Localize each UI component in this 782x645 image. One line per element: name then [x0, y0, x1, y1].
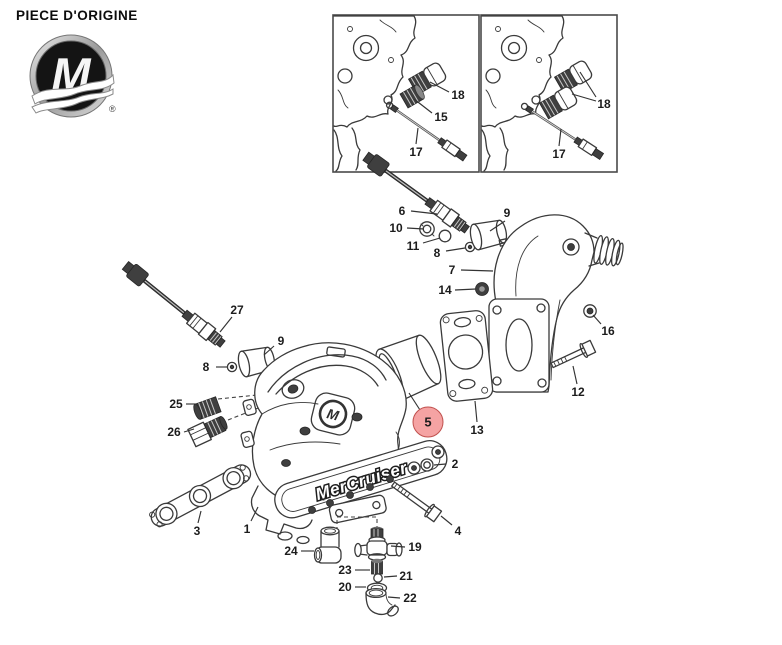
callout-part-25[interactable]: 25 [169, 397, 183, 411]
leader-line-10 [406, 227, 425, 230]
part-13-gasket [439, 310, 494, 402]
leader-line-21 [383, 575, 398, 578]
callout-part-15[interactable]: 15 [434, 110, 448, 124]
leader-line-11 [422, 237, 441, 244]
part-12-bolt [550, 339, 597, 369]
part-3-gasket [149, 464, 252, 528]
registered-mark: ® [109, 104, 116, 114]
leader-line-7 [460, 269, 494, 272]
callout-part-8[interactable]: 8 [202, 360, 210, 374]
logo-wave-1 [31, 73, 115, 105]
callout-part-18[interactable]: 18 [597, 97, 611, 111]
mercury-logo: M ® [26, 32, 118, 124]
leader-line-5 [408, 392, 421, 411]
leader-line-4 [440, 515, 453, 526]
part-24-elbow-fitting [313, 526, 342, 564]
callout-part-22[interactable]: 22 [403, 591, 417, 605]
leader-line-18 [579, 71, 597, 98]
callout-part-11[interactable]: 11 [406, 239, 420, 253]
callout-part-14[interactable]: 14 [438, 283, 452, 297]
leader-line-6 [410, 210, 438, 215]
leader-line-9 [263, 345, 275, 356]
leader-line-1 [250, 506, 259, 522]
part-8-clip-left [226, 361, 238, 373]
callout-part-20[interactable]: 20 [338, 580, 352, 594]
part-26-fitting [187, 415, 228, 448]
callout-part-17[interactable]: 17 [409, 145, 423, 159]
callout-part-12[interactable]: 12 [571, 385, 585, 399]
callout-part-1[interactable]: 1 [243, 522, 251, 536]
assembly-dash-fittings [336, 516, 378, 531]
inset-box-1 [332, 14, 480, 173]
callout-part-8[interactable]: 8 [433, 246, 441, 260]
callout-part-18[interactable]: 18 [451, 88, 465, 102]
leader-line-19 [390, 545, 406, 548]
leader-line-8 [445, 247, 466, 252]
part-23-fitting [371, 558, 383, 575]
callout-part-3[interactable]: 3 [193, 524, 201, 538]
callout-part-19[interactable]: 19 [408, 540, 422, 554]
callout-part-10[interactable]: 10 [389, 221, 403, 235]
part-4-bolt [391, 481, 443, 523]
leader-line-9 [489, 220, 506, 232]
part-25-plug [193, 396, 222, 420]
part-16-fitting [583, 304, 597, 318]
mercury-logo-icon: M ® [29, 34, 116, 118]
manifold-emblem: M [310, 392, 356, 436]
leader-line-13 [474, 400, 478, 423]
leader-line-3 [197, 510, 202, 524]
emblem-letter: M [325, 405, 341, 423]
page-title: PIECE D'ORIGINE [16, 8, 138, 23]
callout-part-9[interactable]: 9 [277, 334, 285, 348]
part-11-oring [438, 229, 452, 243]
leader-line-22 [387, 596, 401, 599]
part-2-washer [420, 458, 434, 472]
leader-line-15 [413, 98, 433, 114]
leader-line-17 [558, 128, 562, 147]
leader-line-27 [219, 316, 233, 333]
callout-part-6[interactable]: 6 [398, 204, 406, 218]
leader-line-2 [433, 463, 447, 466]
callout-part-13[interactable]: 13 [470, 423, 484, 437]
callout-part-9[interactable]: 9 [503, 206, 511, 220]
leader-line-18 [429, 81, 450, 93]
callout-part-24[interactable]: 24 [284, 544, 298, 558]
callout-part-27[interactable]: 27 [230, 303, 244, 317]
callout-part-21[interactable]: 21 [399, 569, 413, 583]
inset-box-2 [480, 14, 618, 173]
part-7-exhaust-elbow [488, 214, 624, 393]
logo-wave-2 [31, 88, 114, 114]
leader-line-14 [454, 288, 477, 291]
callout-part-16[interactable]: 16 [601, 324, 615, 338]
callout-part-17[interactable]: 17 [552, 147, 566, 161]
part-19-fitting [354, 526, 403, 561]
part-22-elbow [365, 587, 399, 617]
leader-line-17 [415, 127, 419, 145]
leader-line-26 [183, 428, 195, 433]
callout-part-26[interactable]: 26 [167, 425, 181, 439]
callout-part-2[interactable]: 2 [451, 457, 459, 471]
callout-part-7[interactable]: 7 [448, 263, 456, 277]
part-21-oring [373, 573, 383, 583]
leader-line-16 [592, 314, 602, 325]
leader-line-12 [572, 365, 578, 385]
callout-part-23[interactable]: 23 [338, 563, 352, 577]
part-1-manifold: M MerCruiser [240, 342, 448, 545]
callout-selected-part-5[interactable]: 5 [412, 406, 444, 438]
leader-line-18 [571, 93, 597, 102]
callout-part-4[interactable]: 4 [454, 524, 462, 538]
